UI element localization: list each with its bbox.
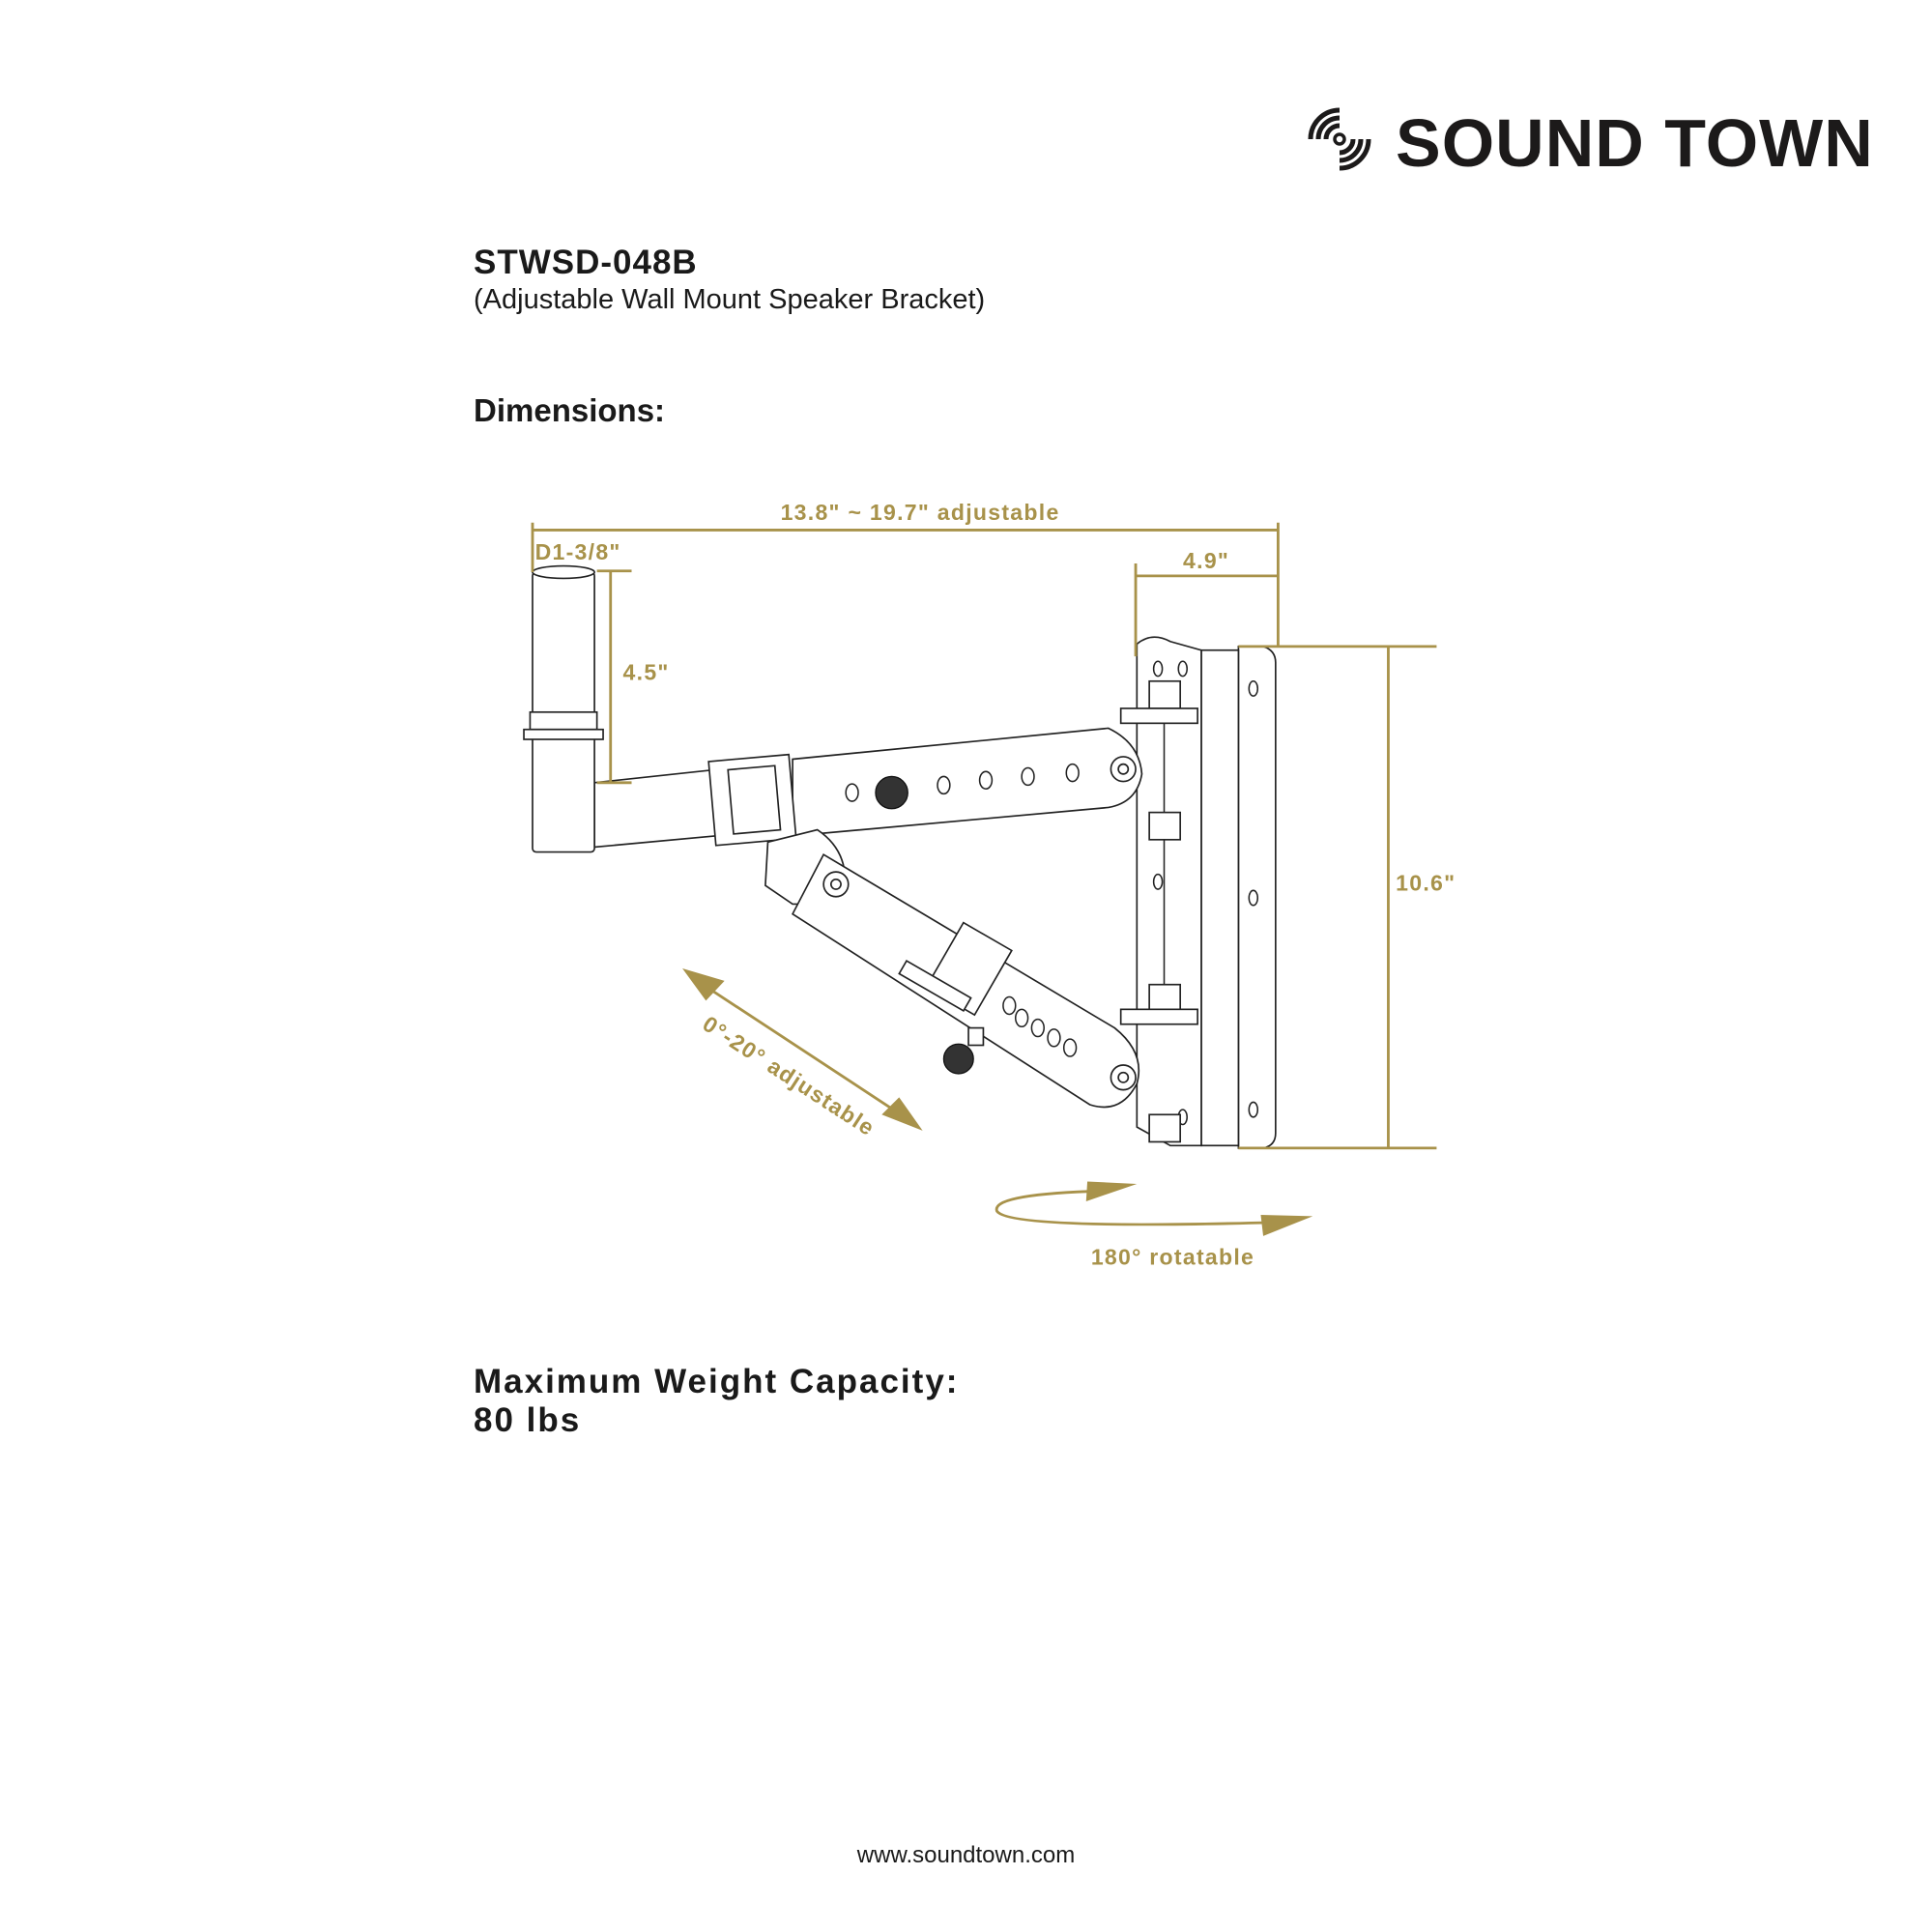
product-subtitle: (Adjustable Wall Mount Speaker Bracket): [474, 284, 986, 315]
product-model: STWSD-048B: [474, 244, 698, 281]
weight-capacity-value: 80 lbs: [474, 1401, 582, 1439]
pole-diameter-label: D1-3/8": [535, 539, 621, 564]
brand-name: SOUND TOWN: [1396, 105, 1874, 181]
bracket-illustration: [523, 564, 1277, 1149]
brand-logo-icon: [1308, 107, 1371, 171]
footer-url[interactable]: www.soundtown.com: [856, 1842, 1076, 1868]
tilt-label: 0°-20° adjustable: [699, 1011, 880, 1140]
overall-length-label: 13.8" ~ 19.7" adjustable: [781, 500, 1060, 525]
pole-height-label: 4.5": [623, 659, 670, 684]
dimension-lines: [531, 522, 1437, 1236]
plate-depth-label: 4.9": [1183, 548, 1229, 573]
plate-height-label: 10.6": [1396, 870, 1456, 895]
rotation-label: 180° rotatable: [1091, 1244, 1254, 1269]
dimensions-heading: Dimensions:: [474, 392, 666, 428]
weight-capacity-label: Maximum Weight Capacity:: [474, 1363, 960, 1400]
